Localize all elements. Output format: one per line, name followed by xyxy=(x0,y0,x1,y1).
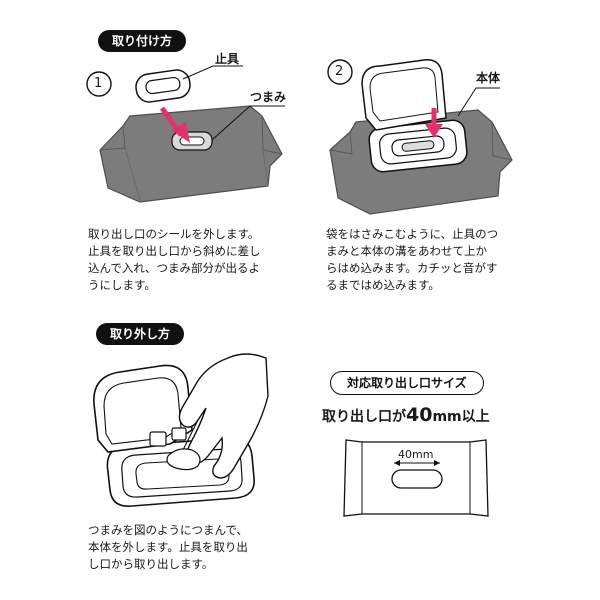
step1-number-circle xyxy=(86,71,112,97)
leader-stopper xyxy=(182,65,243,80)
step2-text: 袋をはさみこむように、止具のつ まみと本体の溝をあわせて上か らはめ込みます。カ… xyxy=(326,226,498,294)
step1-number: 1 xyxy=(94,76,103,91)
step1-line: 取り出し口のシールを外します。 xyxy=(88,227,260,241)
step2-line: まみと本体の溝をあわせて上か xyxy=(326,244,487,258)
remove-line: し口から取り出します。 xyxy=(88,557,214,571)
step2-lid-open xyxy=(361,59,447,131)
step2-number: 2 xyxy=(335,64,344,79)
remove-line: つまみを図のようにつまんで、 xyxy=(88,523,248,537)
leader-body xyxy=(457,87,500,117)
size-requirement-prefix: 取り出し口が xyxy=(322,409,406,425)
size-requirement-value: 40 xyxy=(406,404,433,426)
step1-line: 込んで入れ、つまみ部分が出るよ xyxy=(88,261,261,275)
remove-text: つまみを図のようにつまんで、 本体を外します。止具を取り出 し口から取り出します… xyxy=(88,522,248,573)
step2-line: 袋をはさみこむように、止具のつ xyxy=(326,227,499,241)
size-title: 対応取り出し口サイズ xyxy=(330,371,484,395)
size-dimension-arrow xyxy=(394,460,440,466)
leader-tab xyxy=(211,105,285,141)
size-requirement-suffix: mm以上 xyxy=(432,409,490,425)
remove-title: 取り外し方 xyxy=(96,323,185,345)
label-stopper: 止具 xyxy=(215,52,240,66)
remove-line: 本体を外します。止具を取り出 xyxy=(88,540,248,554)
step1-line: うにします。 xyxy=(88,278,156,292)
size-opening xyxy=(391,469,443,489)
step1-stopper-part xyxy=(135,69,191,103)
size-requirement: 取り出し口が40mm以上 xyxy=(322,404,490,426)
attach-title: 取り付け方 xyxy=(98,30,187,52)
step1-insert-arrow xyxy=(159,106,190,143)
label-tab: つまみ xyxy=(250,90,287,104)
step1-text: 取り出し口のシールを外します。 止具を取り出し口から斜めに差し 込んで入れ、つま… xyxy=(88,226,261,294)
step2-line: らはめ込みます。カチッと音がす xyxy=(326,261,498,275)
size-dimension-label: 40mm xyxy=(398,448,434,461)
step2-press-arrow xyxy=(425,108,443,138)
label-body: 本体 xyxy=(476,71,501,85)
step2-number-circle xyxy=(327,59,353,85)
step1-line: 止具を取り出し口から斜めに差し xyxy=(88,244,261,258)
step2-line: るまではめ込みます。 xyxy=(326,278,440,292)
